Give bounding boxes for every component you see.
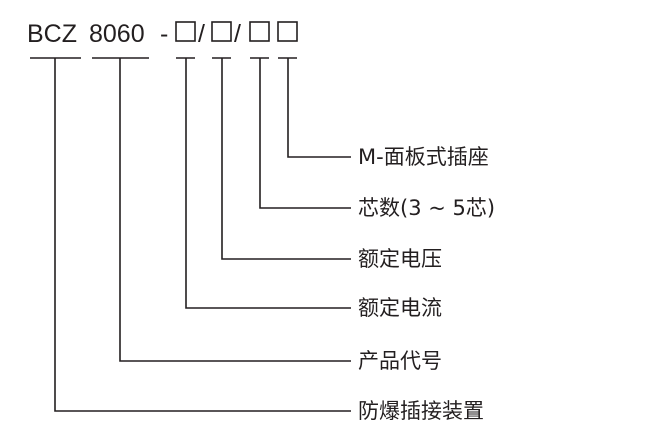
leader-device-type bbox=[54, 58, 351, 412]
code-series: 8060 bbox=[89, 20, 145, 48]
code-slash-2: / bbox=[234, 20, 241, 48]
placeholder-box-voltage bbox=[211, 21, 232, 42]
label-rated-current: 额定电流 bbox=[358, 296, 442, 320]
leader-panel-socket bbox=[287, 58, 351, 158]
label-cores: 芯数(3 ~ 5芯) bbox=[358, 196, 495, 220]
label-device-type: 防爆插接装置 bbox=[358, 399, 484, 423]
placeholder-box-panel bbox=[277, 21, 298, 42]
label-panel-socket: M-面板式插座 bbox=[358, 145, 489, 169]
leader-product-code bbox=[119, 58, 351, 362]
label-product-code: 产品代号 bbox=[358, 349, 442, 373]
code-slash-1: / bbox=[198, 20, 205, 48]
placeholder-box-current bbox=[175, 21, 196, 42]
code-dash: - bbox=[160, 20, 168, 48]
leader-cores bbox=[259, 58, 351, 209]
leader-rated-voltage bbox=[221, 58, 351, 260]
leader-rated-current bbox=[185, 58, 351, 309]
label-rated-voltage: 额定电压 bbox=[358, 247, 442, 271]
placeholder-box-cores bbox=[249, 21, 270, 42]
code-prefix: BCZ bbox=[27, 20, 77, 48]
